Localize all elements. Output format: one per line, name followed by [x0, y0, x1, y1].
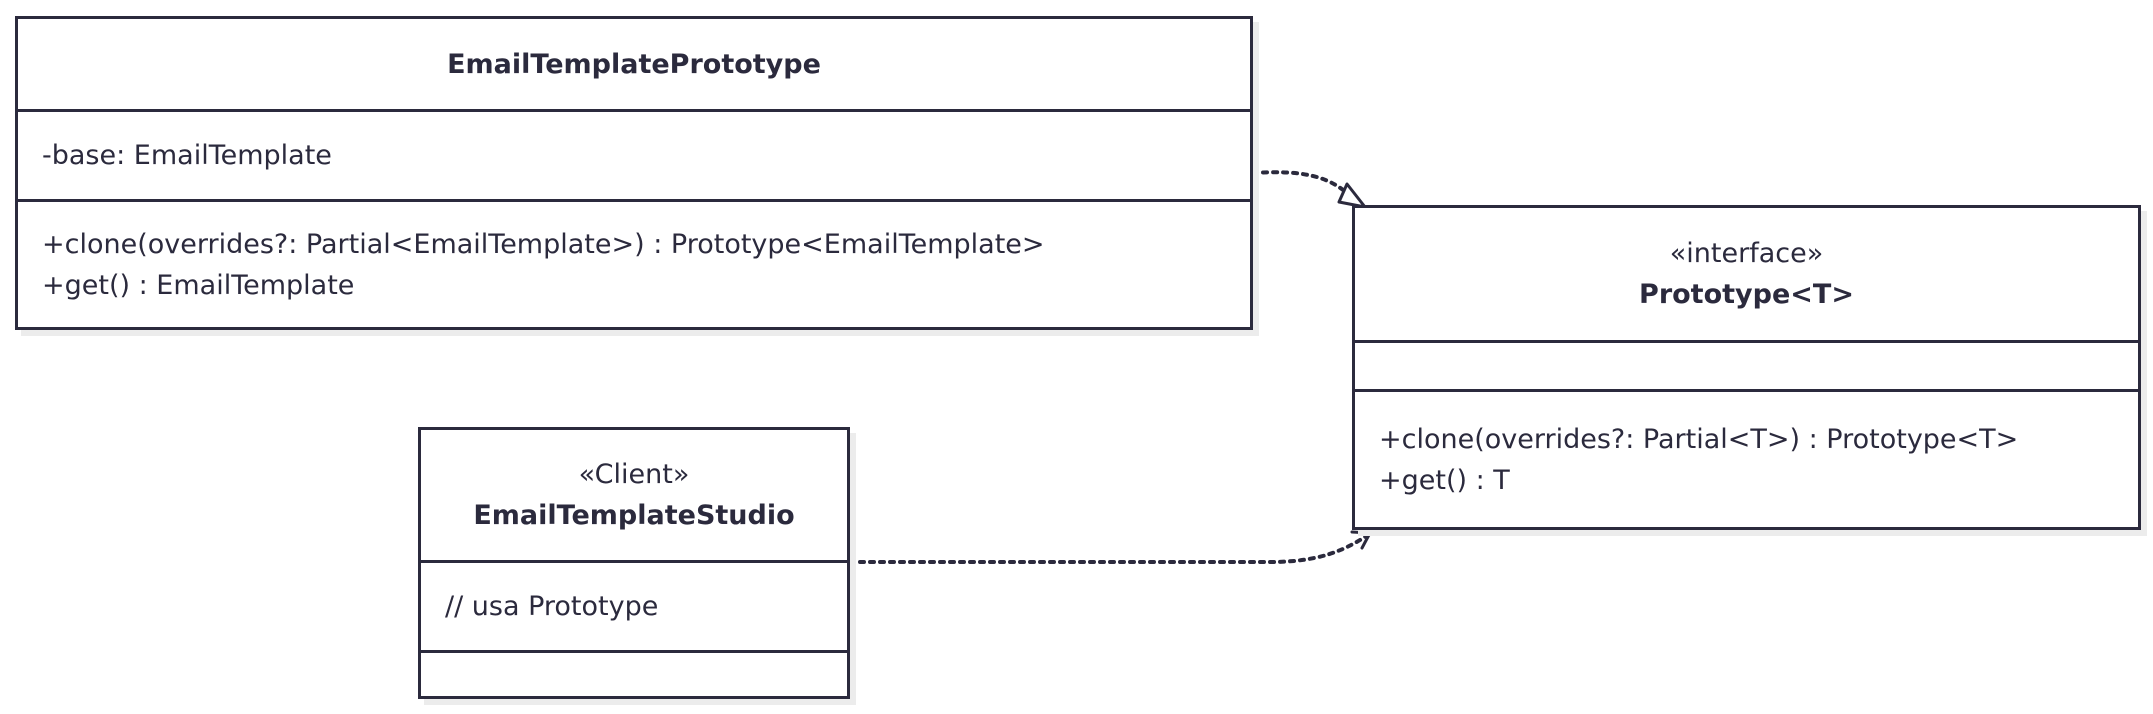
class-name: Prototype<T>: [1639, 279, 1854, 310]
class-header: «interface» Prototype<T>: [1355, 208, 2138, 340]
class-prototype-interface: «interface» Prototype<T> +clone(override…: [1352, 205, 2141, 530]
method-clone: +clone(overrides?: Partial<EmailTemplate…: [42, 228, 1045, 260]
class-email-template-studio: «Client» EmailTemplateStudio // usa Prot…: [418, 427, 850, 699]
class-name: EmailTemplateStudio: [473, 500, 795, 531]
methods-compartment: [421, 650, 847, 696]
stereotype-label: «Client»: [578, 459, 690, 490]
methods-compartment: +clone(overrides?: Partial<T>) : Prototy…: [1355, 389, 2138, 527]
realization-arrowhead: [1337, 182, 1367, 209]
attributes-compartment: // usa Prototype: [421, 560, 847, 650]
method-get: +get() : T: [1379, 464, 1510, 496]
stereotype-label: «interface»: [1669, 238, 1824, 269]
class-header: EmailTemplatePrototype: [18, 19, 1250, 109]
class-name: EmailTemplatePrototype: [447, 48, 821, 80]
dependency-arrowhead: [1350, 530, 1372, 550]
realization-edge: [1251, 170, 1354, 200]
class-email-template-prototype: EmailTemplatePrototype -base: EmailTempl…: [15, 16, 1253, 330]
attribute-base: -base: EmailTemplate: [42, 140, 332, 171]
method-get: +get() : EmailTemplate: [42, 269, 355, 301]
class-header: «Client» EmailTemplateStudio: [421, 430, 847, 560]
attributes-compartment: -base: EmailTemplate: [18, 109, 1250, 199]
methods-compartment: +clone(overrides?: Partial<EmailTemplate…: [18, 199, 1250, 327]
method-clone: +clone(overrides?: Partial<T>) : Prototy…: [1379, 423, 2019, 455]
attribute-comment: // usa Prototype: [445, 591, 659, 622]
attributes-compartment: [1355, 340, 2138, 389]
dependency-edge: [848, 533, 1370, 564]
